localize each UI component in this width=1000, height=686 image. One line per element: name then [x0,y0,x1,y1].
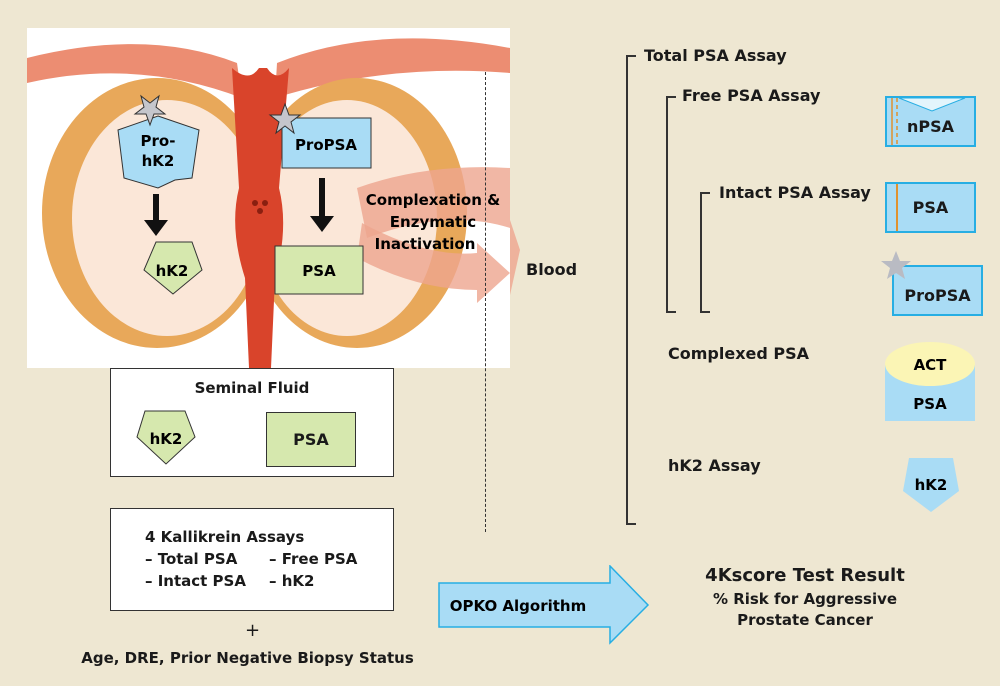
assay-item-hk2: – hK2 [269,572,315,590]
prostate-illustration: Pro- hK2 hK2 ProPSA PSA Complexation & E… [27,28,510,368]
prohk2-pentagon [117,115,200,189]
seminal-psa-box: PSA [266,412,356,467]
complexation-label-3: Inactivation [375,235,476,253]
star-icon [881,251,911,279]
assay-item-intact-psa: – Intact PSA [145,572,246,590]
star-icon [133,94,167,127]
assay-item-total-psa: – Total PSA [145,550,238,568]
hk2-pentagon [143,241,203,295]
seminal-fluid-box: Seminal Fluid hK2 PSA [110,368,394,477]
total-psa-bracket [626,55,636,525]
free-psa-assay-label: Free PSA Assay [682,86,821,105]
complexation-arrow [357,167,510,238]
arrow-down-icon [144,220,168,236]
npsa-box: nPSA [885,96,976,147]
intact-psa-box: PSA [885,182,976,233]
hk2-label: hK2 [156,262,189,280]
complexation-label-1: Complexation & [366,191,500,209]
blood-arrow-tip [510,220,520,295]
prohk2-label-2: hK2 [142,152,175,170]
complex-psa-label: PSA [913,395,947,413]
psa-label: PSA [302,262,336,280]
intact-psa-box-label: PSA [912,198,949,217]
result-title: 4Kscore Test Result [705,565,905,586]
assays-title: 4 Kallikrein Assays [145,528,305,546]
kallikrein-assays-box: 4 Kallikrein Assays – Total PSA – Free P… [110,508,394,611]
propsa-label: ProPSA [295,136,357,154]
bladder-wall-left [27,44,242,98]
opko-algorithm-label: OPKO Algorithm [450,597,586,615]
result-line-2: Prostate Cancer [737,611,873,629]
seminal-fluid-title: Seminal Fluid [194,379,310,397]
seminal-hk2-label: hK2 [150,430,183,448]
urethra [232,68,289,368]
hk2-tree-label: hK2 [915,476,948,494]
prohk2-label-1: Pro- [141,132,176,150]
opko-algorithm-arrow: OPKO Algorithm [438,565,650,645]
result-line-1: % Risk for Aggressive [712,590,898,608]
hk2-assay-label: hK2 Assay [668,456,761,475]
arrow-down-icon [310,216,334,232]
dashed-divider [485,72,486,532]
free-psa-bracket [666,96,676,313]
npsa-label: nPSA [906,117,955,136]
prostate-anatomy-drawing: Pro- hK2 hK2 ProPSA PSA Complexation & E… [27,38,510,368]
star-icon [268,102,302,135]
act-label: ACT [914,356,948,374]
extra-factors-label: Age, DRE, Prior Negative Biopsy Status [81,649,414,667]
psa-box [274,245,364,295]
act-psa-complex: ACT PSA [885,342,975,421]
plus-sign: + [245,620,261,641]
propsa-box [281,117,372,169]
complexed-psa-label: Complexed PSA [668,344,810,363]
intact-psa-assay-label: Intact PSA Assay [719,183,871,202]
propsa-tree-box: ProPSA [892,265,983,316]
hk2-tree-pentagon: hK2 [903,458,959,512]
total-psa-assay-label: Total PSA Assay [644,46,787,65]
complexation-label-2: Enzymatic [390,213,476,231]
blood-label: Blood [526,260,578,279]
bladder-wall-right [275,38,510,98]
prostate-lobe-left-inner [72,100,262,336]
intact-psa-bracket [700,192,710,313]
assay-item-free-psa: – Free PSA [269,550,358,568]
propsa-tree-label: ProPSA [904,286,971,305]
seminal-hk2-pentagon: hK2 [136,410,196,465]
